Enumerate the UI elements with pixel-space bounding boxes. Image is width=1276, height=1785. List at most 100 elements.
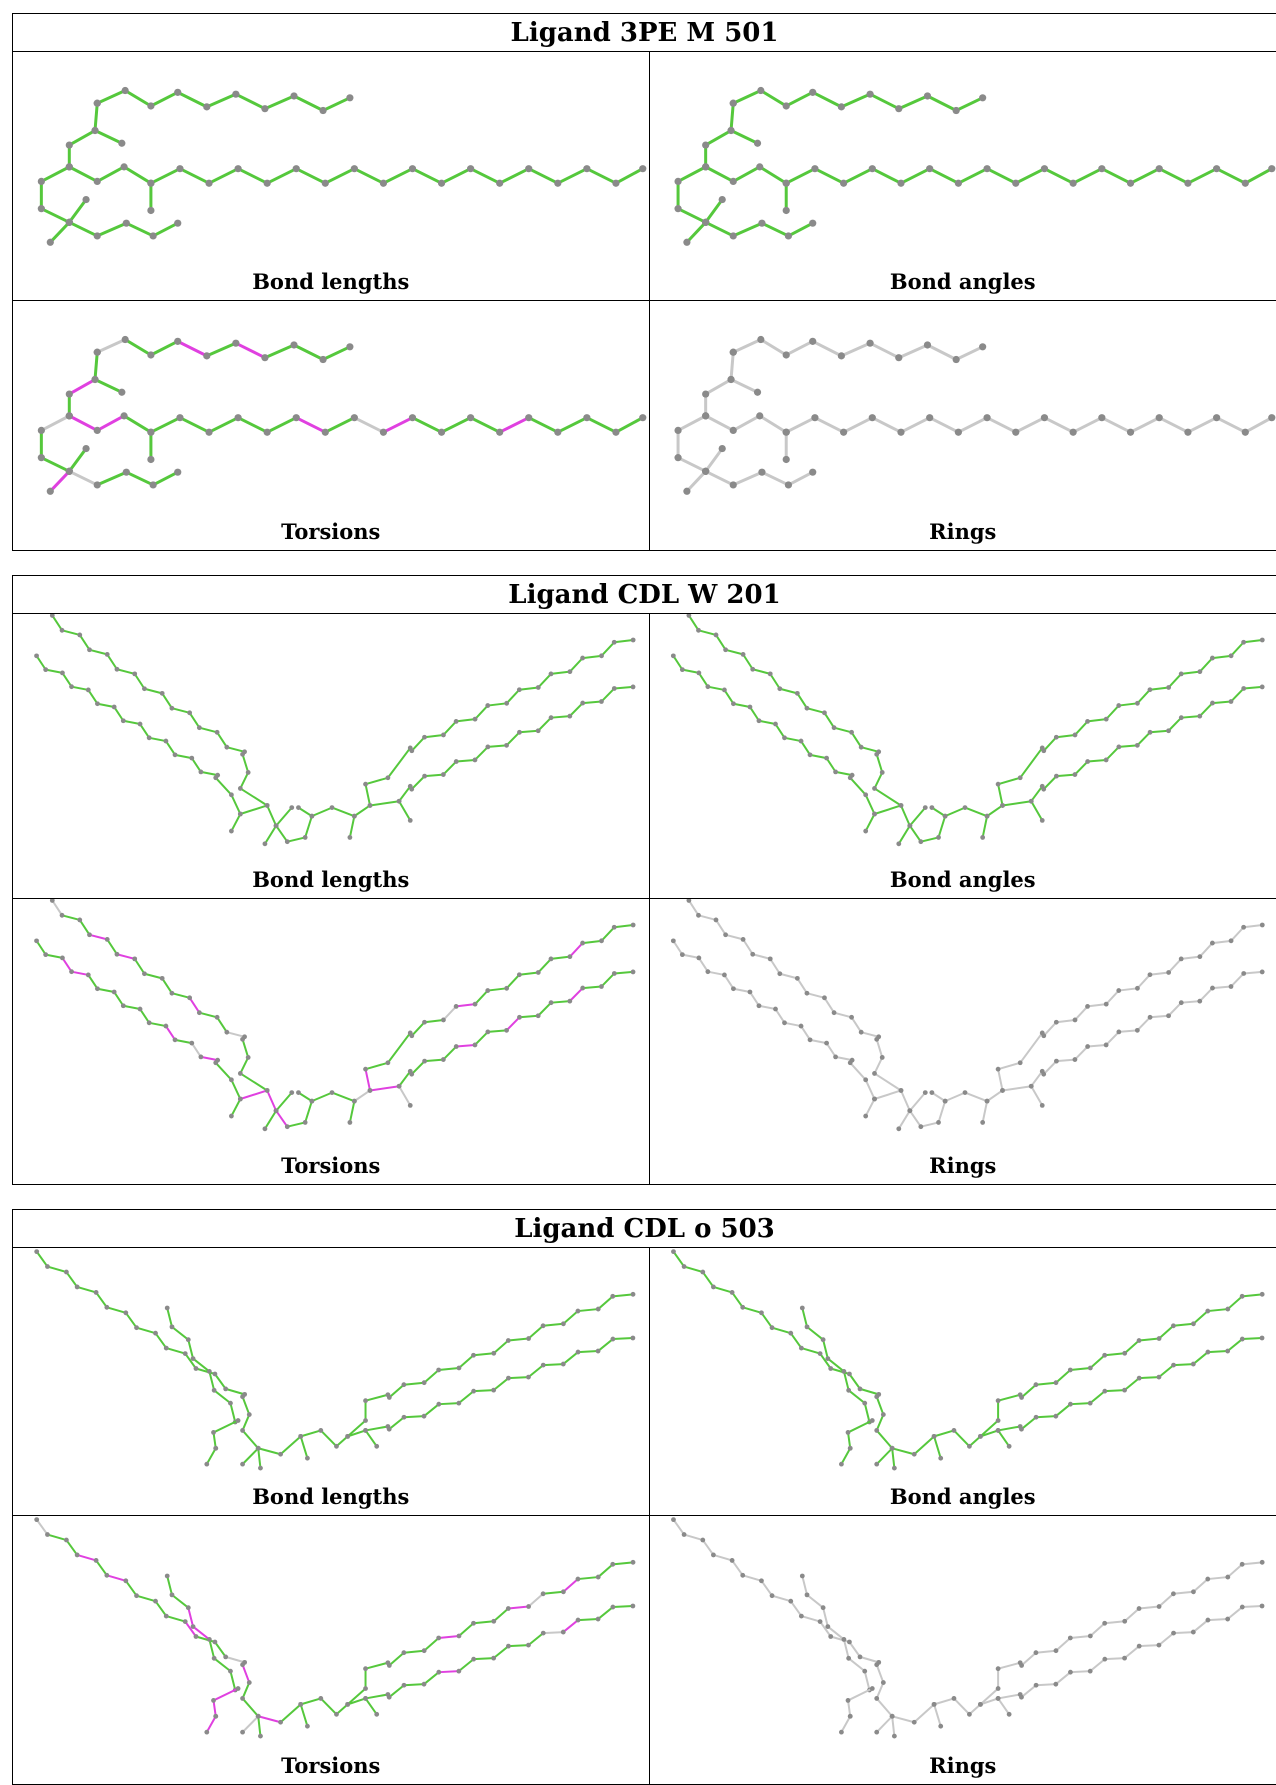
bond-line [96, 1292, 107, 1307]
atom-dot [229, 1077, 234, 1082]
bond-line [810, 1040, 827, 1043]
atom-dot [1205, 1350, 1210, 1355]
atom-dot [397, 799, 402, 804]
atom-dot [1039, 1103, 1044, 1108]
bond-line [1124, 1646, 1139, 1658]
atom-dot [187, 710, 192, 715]
bond-line [443, 1047, 456, 1060]
atom-dot [1241, 640, 1246, 645]
atom-dot [1068, 1402, 1073, 1407]
atom-dot [610, 1605, 615, 1610]
atom-dot [261, 105, 268, 112]
atom-dot [1241, 925, 1246, 930]
bond-line [563, 1311, 578, 1324]
atom-dot [568, 954, 573, 959]
bond-line [162, 693, 172, 708]
panel-label: Bond lengths [13, 867, 649, 892]
atom-dot [612, 429, 619, 436]
atom-dot [120, 412, 127, 419]
atom-dot [872, 812, 877, 817]
atom-dot [880, 1680, 885, 1685]
bond-line [500, 418, 529, 433]
atom-dot [436, 1670, 441, 1675]
atom-dot [504, 986, 509, 991]
atom-dot [485, 745, 490, 750]
bond-line [321, 1430, 337, 1446]
atom-dot [240, 752, 245, 757]
bond-line [1181, 716, 1199, 718]
bond-line [1090, 1391, 1105, 1403]
atom-dot [1136, 1606, 1141, 1611]
atom-dot [756, 718, 761, 723]
atom-dot [471, 1353, 476, 1358]
atom-dot [702, 219, 709, 226]
bond-line [294, 345, 323, 360]
atom-dot [880, 1412, 885, 1417]
atom-dot [363, 1067, 368, 1072]
atom-dot [683, 239, 690, 246]
bond-line [705, 380, 730, 395]
atom-dot [898, 803, 903, 808]
bond-line [230, 1403, 235, 1422]
atom-dot [820, 1337, 825, 1342]
bond-line [162, 978, 172, 993]
atom-dot [825, 1356, 830, 1361]
bond-line [945, 1093, 965, 1102]
atom-dot [811, 165, 818, 172]
bond-line [583, 702, 602, 704]
bond-line [1245, 169, 1271, 184]
bond-line [876, 1698, 891, 1716]
bond-line [705, 471, 733, 485]
atom-dot [995, 782, 1000, 787]
atom-dot [69, 969, 74, 974]
atom-dot [526, 1336, 531, 1341]
bond-line [843, 418, 872, 433]
atom-dot [1171, 1631, 1176, 1636]
bond-line [529, 1326, 544, 1339]
bond-line [1056, 735, 1075, 737]
bond-line [528, 1365, 543, 1377]
atom-dot [824, 756, 829, 761]
atom-dot [839, 1730, 844, 1735]
bond-line [126, 1581, 137, 1596]
bond-line [215, 1374, 226, 1389]
atom-dot [441, 772, 446, 777]
bond-line [519, 731, 538, 733]
bond-line [1207, 1577, 1227, 1579]
bond-line [614, 925, 633, 927]
atom-dot [942, 1099, 947, 1104]
atom-dot [150, 481, 157, 488]
bond-line [494, 1609, 509, 1622]
bond-line [682, 670, 699, 673]
bond-line [156, 1333, 167, 1348]
bond-line [1149, 687, 1168, 689]
bond-line [1070, 1671, 1090, 1672]
bond-line [1227, 1296, 1241, 1309]
atom-dot [165, 1574, 170, 1579]
bond-line [705, 449, 722, 472]
bond-line [749, 992, 758, 1006]
atom-dot [305, 1724, 310, 1729]
bond-line [166, 741, 175, 755]
atom-dot [833, 1054, 838, 1059]
bond-line [1242, 1606, 1262, 1607]
bond-line [848, 1700, 850, 1716]
bond-line [843, 169, 872, 184]
atom-dot [1197, 954, 1202, 959]
atom-dot [165, 1306, 170, 1311]
panel-rings: Rings [649, 301, 1276, 550]
bond-line [824, 713, 834, 728]
atom-dot [318, 1428, 323, 1433]
atom-dot [160, 691, 165, 696]
atom-dot [561, 1321, 566, 1326]
atom-dot [799, 1306, 804, 1311]
atom-dot [173, 752, 178, 757]
bond-line [543, 1632, 563, 1633]
atom-dot [94, 1558, 99, 1563]
bond-line [786, 92, 812, 106]
bond-line [1181, 672, 1200, 674]
atom-dot [700, 1538, 705, 1543]
atom-dot [38, 454, 45, 461]
atom-dot [422, 1020, 427, 1025]
atom-dot [1116, 1030, 1121, 1035]
